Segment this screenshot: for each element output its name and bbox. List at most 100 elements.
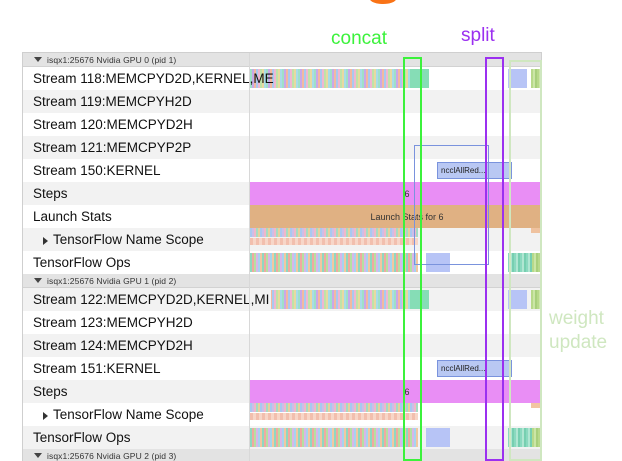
track-area[interactable] <box>250 290 541 309</box>
annotation-label-concat: concat <box>331 28 387 49</box>
event-bar-ops-weight[interactable] <box>532 428 541 447</box>
track-area[interactable] <box>250 313 541 332</box>
timeline-row-label: Stream 121:MEMCPYP2P <box>33 136 194 159</box>
event-bar-weight-update[interactable] <box>531 69 541 88</box>
event-bar-namescope-tail[interactable] <box>531 403 541 408</box>
event-bar-concat[interactable] <box>410 69 429 88</box>
timeline-row[interactable]: Stream 123:MEMCPYH2D <box>23 311 541 334</box>
timeline-row-label: Stream 151:KERNEL <box>33 361 161 376</box>
timeline-row-label: TensorFlow Name Scope <box>53 407 204 422</box>
event-bar-ops-teal[interactable] <box>508 253 532 272</box>
chevron-down-icon[interactable] <box>34 453 42 458</box>
group-header-label: isqx1:25676 Nvidia GPU 2 (pid 3) <box>47 450 177 461</box>
track-area[interactable] <box>250 403 541 426</box>
timeline-row[interactable]: Stream 119:MEMCPYH2D <box>23 90 541 113</box>
trace-viewer-panel[interactable]: isqx1:25676 Nvidia GPU 0 (pid 1) Stream 1… <box>22 52 542 461</box>
timeline-row-label: Launch Stats <box>33 209 112 224</box>
event-bar-nccl-label: ncclAllRed... <box>441 363 486 373</box>
annotation-label-split: split <box>461 25 495 46</box>
annotation-label-weight-update: weight update <box>549 307 607 355</box>
track-area[interactable] <box>250 336 541 355</box>
event-bar-nccl-label: ncclAllRed... <box>441 165 486 175</box>
chevron-right-icon[interactable] <box>43 237 48 245</box>
timeline-row[interactable]: Stream 124:MEMCPYD2H <box>23 334 541 357</box>
event-bar-ops-weight[interactable] <box>532 253 541 272</box>
event-bar-namescope-tail[interactable] <box>531 228 541 233</box>
timeline-row-label: TensorFlow Ops <box>33 255 131 270</box>
event-bar-split[interactable] <box>508 290 527 309</box>
event-bar-concat[interactable] <box>410 290 429 309</box>
timeline-row-label: Stream 118:MEMCPYD2D,KERNEL,ME <box>33 71 274 86</box>
event-bar-launch-stats[interactable]: Launch Stats for 6 <box>250 205 541 228</box>
timeline-row[interactable]: Steps 6 <box>23 380 541 403</box>
event-bar-step[interactable]: 6 <box>250 182 541 205</box>
timeline-row-label: Stream 123:MEMCPYH2D <box>33 315 193 330</box>
timeline-row-label: Steps <box>33 380 70 403</box>
timeline-row[interactable]: Stream 118:MEMCPYD2D,KERNEL,ME <box>23 67 541 90</box>
chevron-down-icon[interactable] <box>34 278 42 283</box>
track-area[interactable] <box>250 92 541 111</box>
timeline-rows: isqx1:25676 Nvidia GPU 0 (pid 1) Stream 1… <box>23 53 541 461</box>
group-header-label: isqx1:25676 Nvidia GPU 0 (pid 1) <box>47 54 177 65</box>
event-bar-split[interactable] <box>508 69 527 88</box>
event-bar-step[interactable]: 6 <box>250 380 541 403</box>
event-bar-namescope[interactable] <box>250 228 418 237</box>
timeline-row-label: Stream 150:KERNEL <box>33 163 161 178</box>
event-bar-step-label: 6 <box>404 188 410 199</box>
event-bar-namescope[interactable] <box>250 403 418 412</box>
timeline-row[interactable]: Stream 122:MEMCPYD2D,KERNEL,MI <box>23 288 541 311</box>
group-header-label: isqx1:25676 Nvidia GPU 1 (pid 2) <box>47 275 177 286</box>
timeline-row[interactable]: Launch Stats Launch Stats for 6 <box>23 205 541 228</box>
label-track-divider <box>249 53 250 461</box>
timeline-row[interactable]: Stream 120:MEMCPYD2H <box>23 113 541 136</box>
event-bar-ops[interactable] <box>250 253 418 272</box>
timeline-row[interactable]: Stream 150:KERNEL ncclAllRed... <box>23 159 541 182</box>
track-area[interactable]: 6 <box>250 182 541 205</box>
event-bar-dense[interactable] <box>250 290 410 309</box>
event-bar-ops-split[interactable] <box>426 253 450 272</box>
event-bar-namescope-sub[interactable] <box>250 238 418 245</box>
orange-marker-icon <box>370 0 396 4</box>
chevron-right-icon[interactable] <box>43 412 48 420</box>
track-area[interactable] <box>250 138 541 157</box>
timeline-row-label: Stream 119:MEMCPYH2D <box>33 90 194 113</box>
timeline-row[interactable]: TensorFlow Ops <box>23 251 541 274</box>
event-bar-nccl-allreduce[interactable]: ncclAllRed... <box>437 162 512 179</box>
track-area[interactable] <box>250 69 541 88</box>
event-bar-ops-split[interactable] <box>426 428 450 447</box>
event-bar-namescope-sub[interactable] <box>250 413 418 420</box>
event-bar-ops[interactable] <box>250 428 418 447</box>
track-area[interactable]: ncclAllRed... <box>250 161 541 180</box>
timeline-row[interactable]: Stream 121:MEMCPYP2P <box>23 136 541 159</box>
timeline-row[interactable]: TensorFlow Name Scope <box>23 228 541 251</box>
timeline-row-label: Stream 122:MEMCPYD2D,KERNEL,MI <box>33 288 272 311</box>
timeline-row[interactable]: Stream 151:KERNEL ncclAllRed... <box>23 357 541 380</box>
timeline-row-label: TensorFlow Ops <box>33 426 133 449</box>
timeline-row-label: Stream 124:MEMCPYD2H <box>33 334 195 357</box>
timeline-row[interactable]: Steps 6 <box>23 182 541 205</box>
track-area[interactable]: Launch Stats for 6 <box>250 205 541 228</box>
chevron-down-icon[interactable] <box>34 57 42 62</box>
track-area[interactable]: ncclAllRed... <box>250 359 541 378</box>
group-header[interactable]: isqx1:25676 Nvidia GPU 1 (pid 2) <box>23 274 541 288</box>
timeline-row[interactable]: TensorFlow Name Scope <box>23 403 541 426</box>
track-area[interactable] <box>250 428 541 447</box>
timeline-row-label: Steps <box>33 182 70 205</box>
timeline-row-label: Stream 120:MEMCPYD2H <box>33 117 193 132</box>
annotation-label-weight-update-line2: update <box>549 332 608 353</box>
group-header[interactable]: isqx1:25676 Nvidia GPU 0 (pid 1) <box>23 53 541 67</box>
event-bar-nccl-allreduce[interactable]: ncclAllRed... <box>437 360 512 377</box>
track-area[interactable] <box>250 253 541 272</box>
event-bar-weight-update[interactable] <box>531 290 541 309</box>
event-bar-step-label: 6 <box>404 386 410 397</box>
group-header[interactable]: isqx1:25676 Nvidia GPU 2 (pid 3) <box>23 449 541 461</box>
event-bar-ops-teal[interactable] <box>508 428 532 447</box>
track-area[interactable]: 6 <box>250 380 541 403</box>
track-area[interactable] <box>250 228 541 251</box>
event-bar-dense[interactable] <box>250 69 410 88</box>
timeline-row[interactable]: TensorFlow Ops <box>23 426 541 449</box>
annotation-label-weight-update-line1: weight <box>549 308 604 329</box>
event-bar-launch-stats-label: Launch Stats for 6 <box>370 211 444 222</box>
track-area[interactable] <box>250 115 541 134</box>
